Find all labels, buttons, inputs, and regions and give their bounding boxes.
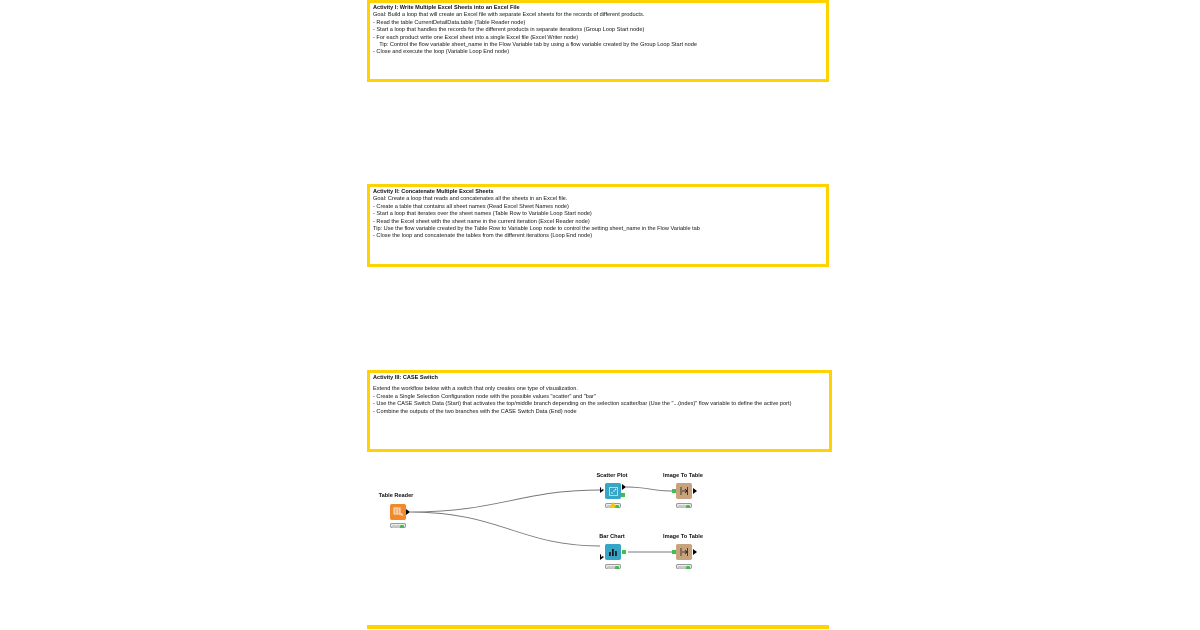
- connection-reader-bar[interactable]: [409, 511, 601, 547]
- annotation-activity-2[interactable]: Activity II: Concatenate Multiple Excel …: [367, 184, 829, 267]
- annotation-line: - Combine the outputs of the two branche…: [373, 408, 577, 415]
- node-status-indicator: [676, 503, 692, 508]
- annotation-title: Activity II: Concatenate Multiple Excel …: [373, 189, 494, 195]
- image-to-table-icon[interactable]: [676, 483, 692, 499]
- scatter-plot-icon[interactable]: [605, 483, 621, 499]
- bar-glyph: [609, 549, 617, 556]
- converter-glyph: [680, 487, 688, 495]
- annotation-line: Goal: Build a loop that will create an E…: [373, 12, 645, 19]
- image-output-port[interactable]: [621, 493, 625, 497]
- output-port[interactable]: [693, 488, 697, 494]
- node-label: Table Reader: [378, 493, 414, 499]
- annotation-line: - Create a table that contains all sheet…: [373, 203, 569, 210]
- annotation-line: Tip: Control the flow variable sheet_nam…: [373, 42, 697, 49]
- annotation-line: Goal: Create a loop that reads and conca…: [373, 196, 568, 203]
- node-bar-chart[interactable]: Bar Chart: [582, 534, 642, 541]
- node-status-indicator: [676, 564, 692, 569]
- node-scatter-plot[interactable]: Scatter Plot: [582, 473, 642, 480]
- annotation-line: - Read the Excel sheet with the sheet na…: [373, 218, 590, 225]
- output-port[interactable]: [622, 484, 626, 490]
- annotation-title: Activity III: CASE Switch: [373, 375, 438, 381]
- bar-chart-icon[interactable]: [605, 544, 621, 560]
- image-input-port[interactable]: [672, 550, 676, 554]
- node-label: Image To Table: [663, 473, 703, 479]
- image-output-port[interactable]: [622, 550, 626, 554]
- output-port[interactable]: [693, 549, 697, 555]
- annotation-activity-3[interactable]: Activity III: CASE Switch Extend the wor…: [367, 370, 832, 452]
- input-port[interactable]: [600, 554, 604, 560]
- connection-scatter-image[interactable]: [625, 486, 673, 492]
- table-grid-glyph: [393, 507, 403, 516]
- input-port[interactable]: [600, 487, 604, 493]
- node-status-indicator: [605, 564, 621, 569]
- annotation-line: - Close and execute the loop (Variable L…: [373, 49, 510, 56]
- annotation-title: Activity I: Write Multiple Excel Sheets …: [373, 5, 520, 11]
- node-table-reader[interactable]: Table Reader: [366, 493, 426, 500]
- connection-reader-scatter[interactable]: [409, 489, 601, 513]
- node-label: Image To Table: [663, 534, 703, 540]
- converter-glyph: [680, 548, 688, 556]
- annotation-line: - Close the loop and concatenate the tab…: [373, 233, 593, 240]
- annotation-partial-bottom[interactable]: [367, 625, 829, 629]
- annotation-line: - Start a loop that iterates over the sh…: [373, 211, 592, 218]
- image-to-table-icon[interactable]: [676, 544, 692, 560]
- annotation-line: - Create a Single Selection Configuratio…: [373, 393, 596, 400]
- node-label: Scatter Plot: [596, 473, 628, 479]
- annotation-line: Extend the workflow below with a switch …: [373, 386, 578, 393]
- annotation-line: - Read the table CurrentDetailData.table…: [373, 19, 526, 26]
- annotation-line: - Start a loop that handles the records …: [373, 27, 645, 34]
- node-status-indicator: [390, 523, 406, 528]
- annotation-line: Tip: Use the flow variable created by th…: [373, 226, 700, 233]
- table-reader-icon[interactable]: [390, 504, 406, 520]
- node-image-to-table-1[interactable]: Image To Table: [653, 473, 713, 480]
- scatter-glyph: [608, 486, 618, 496]
- annotation-line: - Use the CASE Switch Data (Start) that …: [373, 401, 792, 408]
- annotation-line: - For each product write one Excel sheet…: [373, 34, 579, 41]
- node-label: Bar Chart: [599, 534, 625, 540]
- node-image-to-table-2[interactable]: Image To Table: [653, 534, 713, 541]
- image-input-port[interactable]: [672, 489, 676, 493]
- warning-icon: [610, 502, 616, 507]
- annotation-activity-1[interactable]: Activity I: Write Multiple Excel Sheets …: [367, 0, 829, 82]
- output-port[interactable]: [406, 509, 410, 515]
